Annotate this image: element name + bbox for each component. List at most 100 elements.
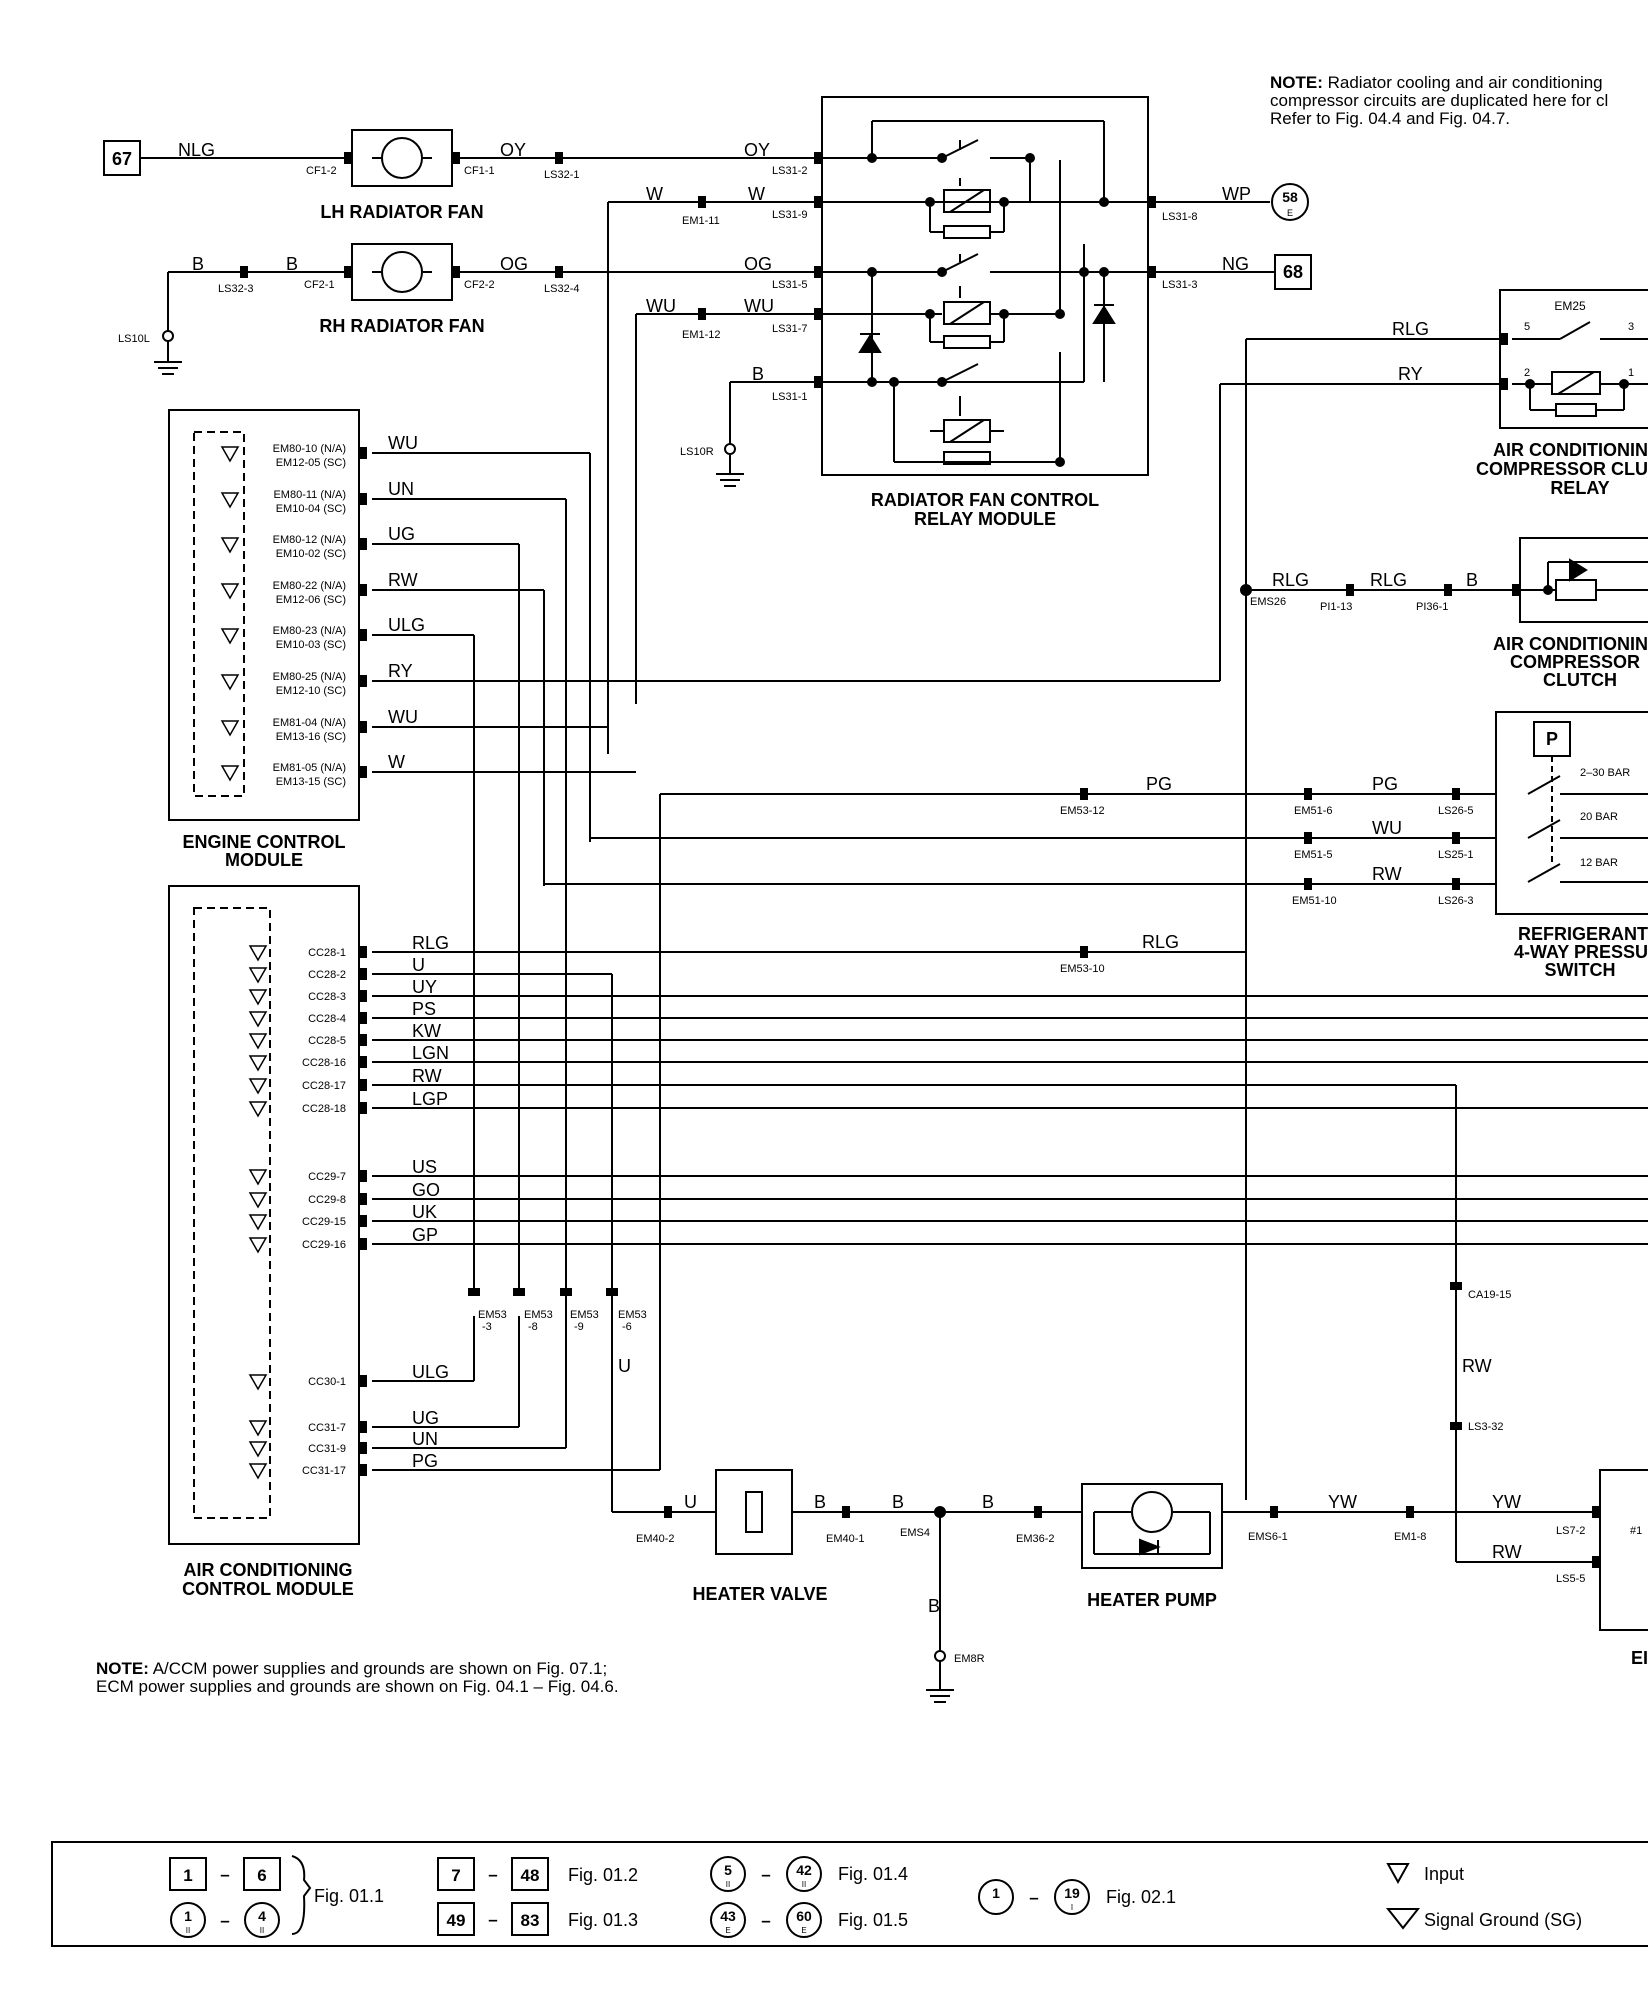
conn-ls10l: LS10L: [118, 333, 150, 345]
conn-ls7-2: LS7-2: [1556, 1525, 1585, 1537]
legend-dash-2: –: [220, 1911, 229, 1930]
wire-label-u-1: U: [618, 1356, 631, 1376]
accm-wire-label: LGN: [412, 1043, 449, 1063]
accm-wire-label: ULG: [412, 1362, 449, 1382]
wire-label-og-2: OG: [744, 254, 772, 274]
conn-cf1-1: CF1-1: [464, 165, 495, 177]
conn-ls31-3: LS31-3: [1162, 279, 1197, 291]
legend-circle-6b: 60: [796, 1908, 812, 1924]
legend-circle-6a: 43: [720, 1908, 736, 1924]
conn-em53-3: EM53: [478, 1309, 507, 1321]
accm-pin-label: CC28-3: [308, 991, 346, 1003]
conn-em51-10: EM51-10: [1292, 895, 1337, 907]
ecm-pin-label-alt: EM10-02 (SC): [276, 548, 346, 560]
ecm-pin-label: EM80-11 (N/A): [273, 489, 346, 501]
relay-pin-2: 2: [1524, 367, 1530, 379]
top-note: NOTE: Radiator cooling and air condition…: [1270, 74, 1648, 128]
conn-hash-1: #1: [1630, 1525, 1642, 1537]
ac-clutch-caption-3: CLUTCH: [1543, 670, 1617, 690]
accm-pin-label: CC30-1: [308, 1376, 346, 1388]
accm-pin-label: CC29-16: [302, 1239, 346, 1251]
heater-pump-caption: HEATER PUMP: [1087, 1590, 1217, 1610]
ecm-wire-label: W: [388, 752, 405, 772]
conn-em53-8: EM53: [524, 1309, 553, 1321]
legend-circle-2b: 4: [258, 1908, 266, 1924]
conn-ls25-1: LS25-1: [1438, 849, 1473, 861]
conn-ems6-1: EMS6-1: [1248, 1531, 1288, 1543]
wire-label-pg-2: PG: [1372, 774, 1398, 794]
ecm-wire-label: RW: [388, 570, 418, 590]
top-note-line-1: Radiator cooling and air conditioning: [1327, 73, 1603, 92]
wire-label-nlg: NLG: [178, 140, 215, 160]
conn-ls31-1: LS31-1: [772, 391, 807, 403]
ecm-wire-label: WU: [388, 707, 418, 727]
legend-circle-2a-sub: II: [186, 1926, 190, 1935]
legend-circle-5b-sub: II: [802, 1880, 806, 1889]
refrigerant-switch-caption-1: REFRIGERANT: [1518, 924, 1648, 944]
bottom-note-line-2: ECM power supplies and grounds are shown…: [96, 1677, 619, 1696]
legend-fig-01-1: Fig. 01.1: [314, 1886, 384, 1906]
wire-label-rlg-2: RLG: [1272, 570, 1309, 590]
legend-circle-7b: 19: [1064, 1885, 1080, 1901]
ref-circle-58: 58: [1282, 189, 1298, 205]
accm-wire-label: GO: [412, 1180, 440, 1200]
conn-em40-2: EM40-2: [636, 1533, 675, 1545]
legend-circle-2a: 1: [184, 1908, 192, 1924]
accm-wire-label: RW: [412, 1066, 442, 1086]
accm-pin-label: CC28-18: [302, 1103, 346, 1115]
ac-clutch-caption-1: AIR CONDITIONIN: [1493, 634, 1648, 654]
legend-box-4b: 83: [521, 1911, 540, 1930]
conn-em51-5: EM51-5: [1294, 849, 1333, 861]
wire-label-rlg-4: RLG: [1142, 932, 1179, 952]
ref-box-67: 67: [112, 149, 132, 169]
legend-dash-4: –: [488, 1910, 497, 1929]
ac-clutch-caption-2: COMPRESSOR: [1510, 652, 1640, 672]
legend-box-1b: 6: [257, 1866, 266, 1885]
ecm-pin-label-alt: EM10-04 (SC): [276, 503, 346, 515]
relay-module-caption-1: RADIATOR FAN CONTROL: [871, 490, 1099, 510]
wire-label-b-7: B: [982, 1492, 994, 1512]
legend-circle-5b: 42: [796, 1862, 812, 1878]
wire-label-wu-2: WU: [744, 296, 774, 316]
conn-em53-9: EM53: [570, 1309, 599, 1321]
ecm-pin-label: EM81-05 (N/A): [273, 762, 346, 774]
accm-pin-label: CC28-5: [308, 1035, 346, 1047]
ecm-pin-label: EM80-12 (N/A): [273, 534, 346, 546]
ecm-pin-label: EM80-22 (N/A): [273, 580, 346, 592]
accm-wire-label: GP: [412, 1225, 438, 1245]
em25-label: EM25: [1554, 299, 1586, 313]
accm-pin-label: CC31-7: [308, 1422, 346, 1434]
top-note-label: NOTE:: [1270, 73, 1323, 92]
ecm-wire-label: RY: [388, 661, 413, 681]
wire-label-yw-2: YW: [1492, 1492, 1521, 1512]
accm-wire-label: PG: [412, 1451, 438, 1471]
wire-label-og-1: OG: [500, 254, 528, 274]
conn-ca19-15: CA19-15: [1468, 1289, 1511, 1301]
ecm-pin-label-alt: EM13-16 (SC): [276, 731, 346, 743]
conn-ls31-7: LS31-7: [772, 323, 807, 335]
ei-caption: EI: [1631, 1648, 1648, 1668]
bottom-note: NOTE: A/CCM power supplies and grounds a…: [96, 1660, 796, 1696]
wire-label-rw-2: RW: [1462, 1356, 1492, 1376]
legend-circle-6b-sub: E: [801, 1926, 806, 1935]
wire-label-rlg-1: RLG: [1392, 319, 1429, 339]
accm-pin-label: CC28-16: [302, 1057, 346, 1069]
ecm-pin-label: EM81-04 (N/A): [273, 717, 346, 729]
wire-label-rw-3: RW: [1492, 1542, 1522, 1562]
conn-ls10r: LS10R: [680, 446, 714, 458]
accm-wire-label: UG: [412, 1408, 439, 1428]
ecm-wire-label: UN: [388, 479, 414, 499]
conn-em53-9-sub: -9: [574, 1321, 584, 1333]
pressure-switch-p: P: [1546, 729, 1558, 749]
legend-circle-2b-sub: II: [260, 1926, 264, 1935]
top-note-line-2: compressor circuits are duplicated here …: [1270, 91, 1609, 110]
bar-2-30: 2–30 BAR: [1580, 767, 1630, 779]
legend-input: Input: [1424, 1864, 1464, 1884]
accm-wire-label: UN: [412, 1429, 438, 1449]
bar-12: 12 BAR: [1580, 857, 1618, 869]
legend-dash-5: –: [761, 1865, 770, 1884]
wire-label-b-8: B: [928, 1596, 940, 1616]
relay-module-caption-2: RELAY MODULE: [914, 509, 1056, 529]
wire-label-b-2: B: [286, 254, 298, 274]
